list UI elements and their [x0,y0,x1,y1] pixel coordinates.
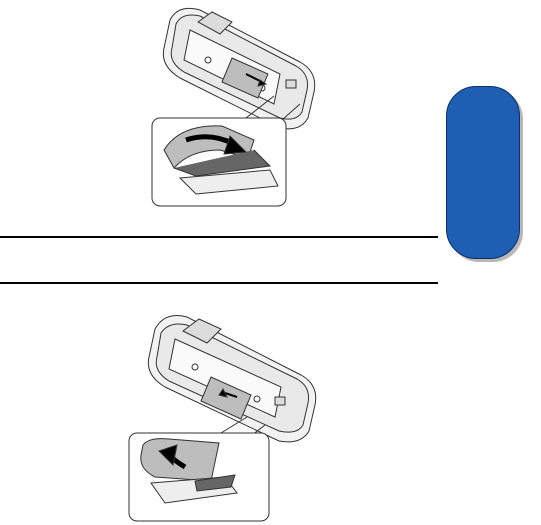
sim-remove-illustration [125,305,320,525]
divider-rule-bottom [0,282,438,284]
divider-rule-top [0,236,438,238]
sim-insert-illustration [150,0,320,210]
section-tab [446,86,520,259]
